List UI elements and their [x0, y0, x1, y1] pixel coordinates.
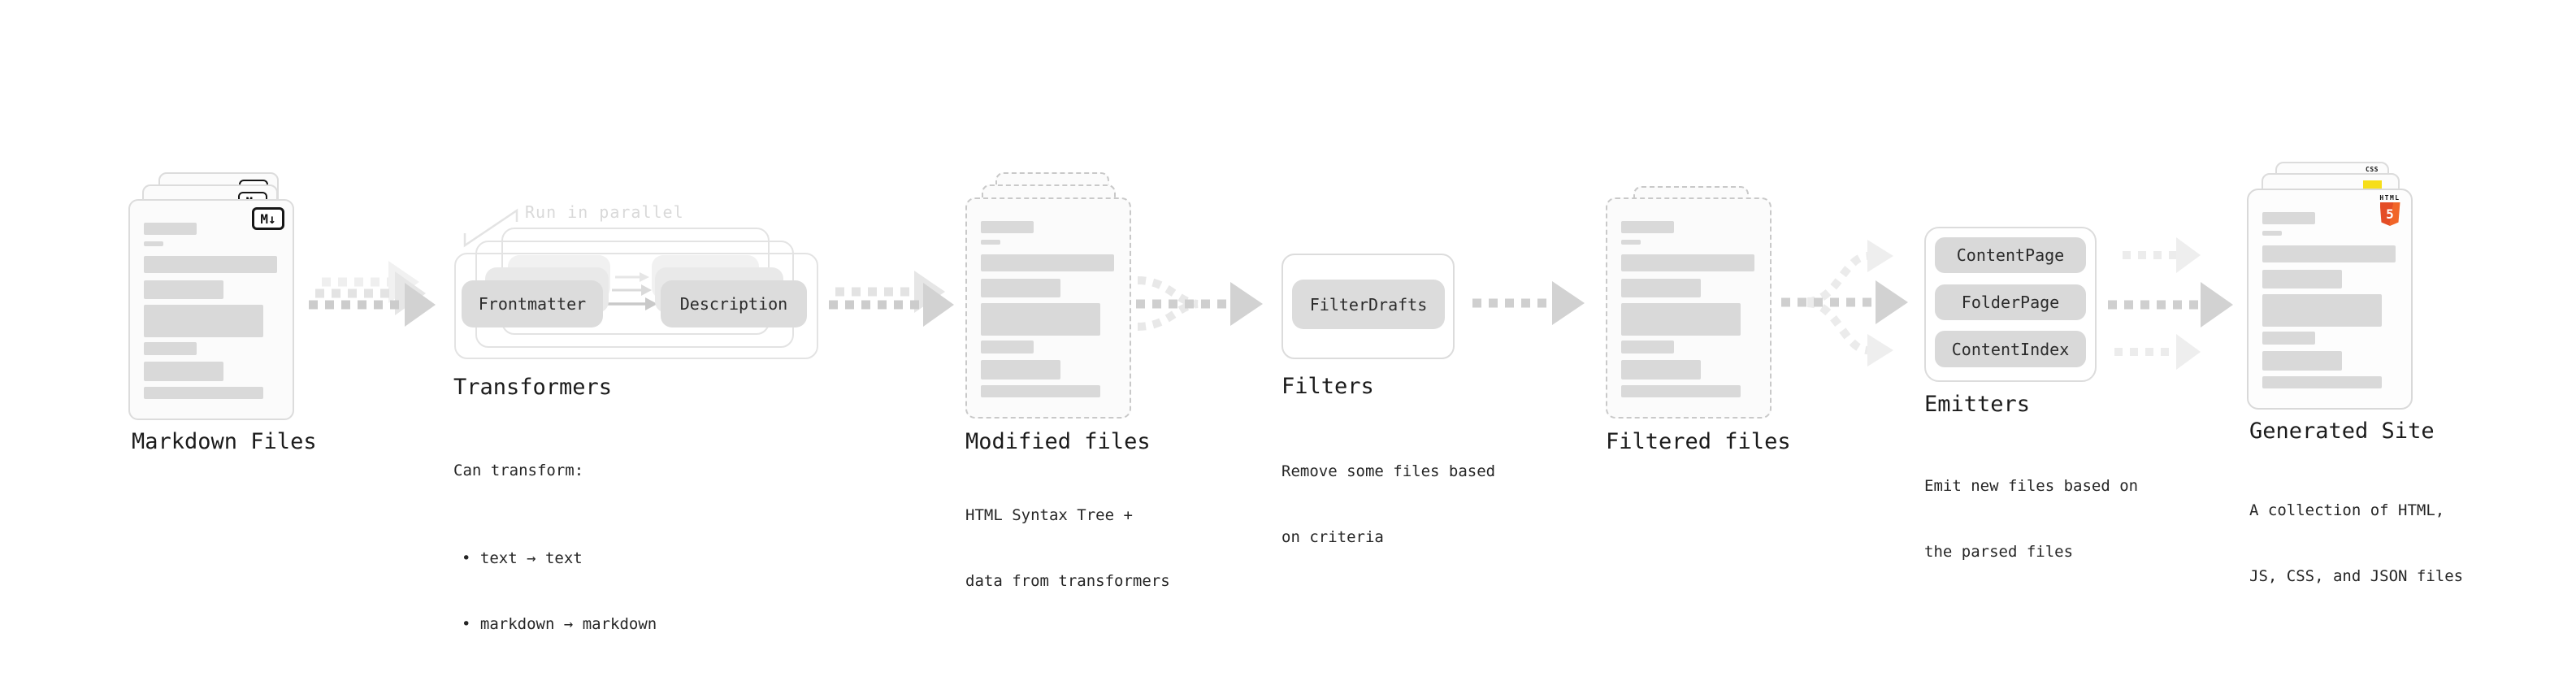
subtitle-line: on criteria: [1281, 528, 1384, 546]
document-skeleton: [981, 221, 1119, 397]
arrow-modified-to-filters: [1136, 276, 1263, 331]
modified-file-front: [965, 197, 1131, 419]
html5-icon-word: HTML: [2379, 194, 2400, 202]
html5-icon: HTML 5: [2377, 194, 2403, 226]
arrow-filters-to-filtered: [1472, 281, 1585, 325]
contentpage-pill: ContentPage: [1935, 237, 2086, 273]
stage-title-generated-site: Generated Site: [2249, 419, 2435, 444]
js-icon: [2363, 180, 2382, 191]
transformer-pill-arrows: [607, 272, 657, 310]
document-skeleton: [1621, 221, 1759, 397]
document-skeleton: [144, 223, 282, 399]
arrow-markdown-to-transformers: [309, 261, 436, 327]
stage-title-filtered-files: Filtered files: [1606, 429, 1791, 454]
markdown-file-front: M↓: [128, 199, 294, 420]
filterdrafts-pill: FilterDrafts: [1292, 280, 1445, 329]
annotation-leader-line: [463, 208, 518, 248]
emitters-subtitle: Emit new files based on the parsed files: [1924, 432, 2138, 607]
filtered-file-front: [1606, 197, 1772, 419]
arrow-emitters-to-site: [2108, 237, 2233, 370]
subtitle-line: Emit new files based on: [1924, 477, 2139, 495]
site-file-html: HTML 5: [2247, 189, 2413, 410]
subtitle-line: Remove some files based: [1281, 462, 1496, 480]
modified-files-subtitle: HTML Syntax Tree + data from transformer…: [965, 461, 1170, 636]
subtitle-line: JS, CSS, and JSON files: [2249, 567, 2464, 585]
bullet-item: • markdown → markdown: [462, 615, 657, 633]
document-skeleton: [2262, 212, 2400, 388]
contentindex-pill: ContentIndex: [1935, 331, 2086, 367]
stage-title-markdown-files: Markdown Files: [132, 429, 317, 454]
stage-title-emitters: Emitters: [1924, 392, 2031, 417]
subtitle-line: the parsed files: [1924, 543, 2074, 561]
bullet-item: • text → text: [462, 549, 583, 567]
stage-title-transformers: Transformers: [453, 375, 613, 400]
transformers-description: Can transform: • text → text • markdown …: [453, 416, 657, 681]
description-pill: Description: [661, 280, 807, 327]
run-in-parallel-annotation: Run in parallel: [525, 202, 684, 222]
frontmatter-pill: Frontmatter: [462, 280, 603, 327]
arrow-transformers-to-modified: [829, 271, 954, 327]
generated-site-subtitle: A collection of HTML, JS, CSS, and JSON …: [2249, 456, 2463, 631]
css-icon-label: CSS: [2366, 166, 2379, 173]
stage-title-filters: Filters: [1281, 374, 1374, 399]
folderpage-pill: FolderPage: [1935, 284, 2086, 320]
subtitle-line: data from transformers: [965, 572, 1170, 590]
subtitle-line: HTML Syntax Tree +: [965, 506, 1133, 524]
transformers-bullet-list: • text → text • markdown → markdown • ht…: [453, 527, 657, 681]
html5-icon-shield: 5: [2379, 202, 2400, 226]
filters-subtitle: Remove some files based on criteria: [1281, 417, 1495, 592]
transformer-frame-front: [454, 253, 818, 359]
subtitle-line: A collection of HTML,: [2249, 501, 2445, 519]
arrow-filtered-to-emitters: [1781, 240, 1908, 367]
html5-icon-number: 5: [2386, 206, 2394, 222]
transformers-description-heading: Can transform:: [453, 462, 584, 479]
stage-title-modified-files: Modified files: [965, 429, 1151, 454]
markdown-icon: M↓: [252, 207, 284, 230]
